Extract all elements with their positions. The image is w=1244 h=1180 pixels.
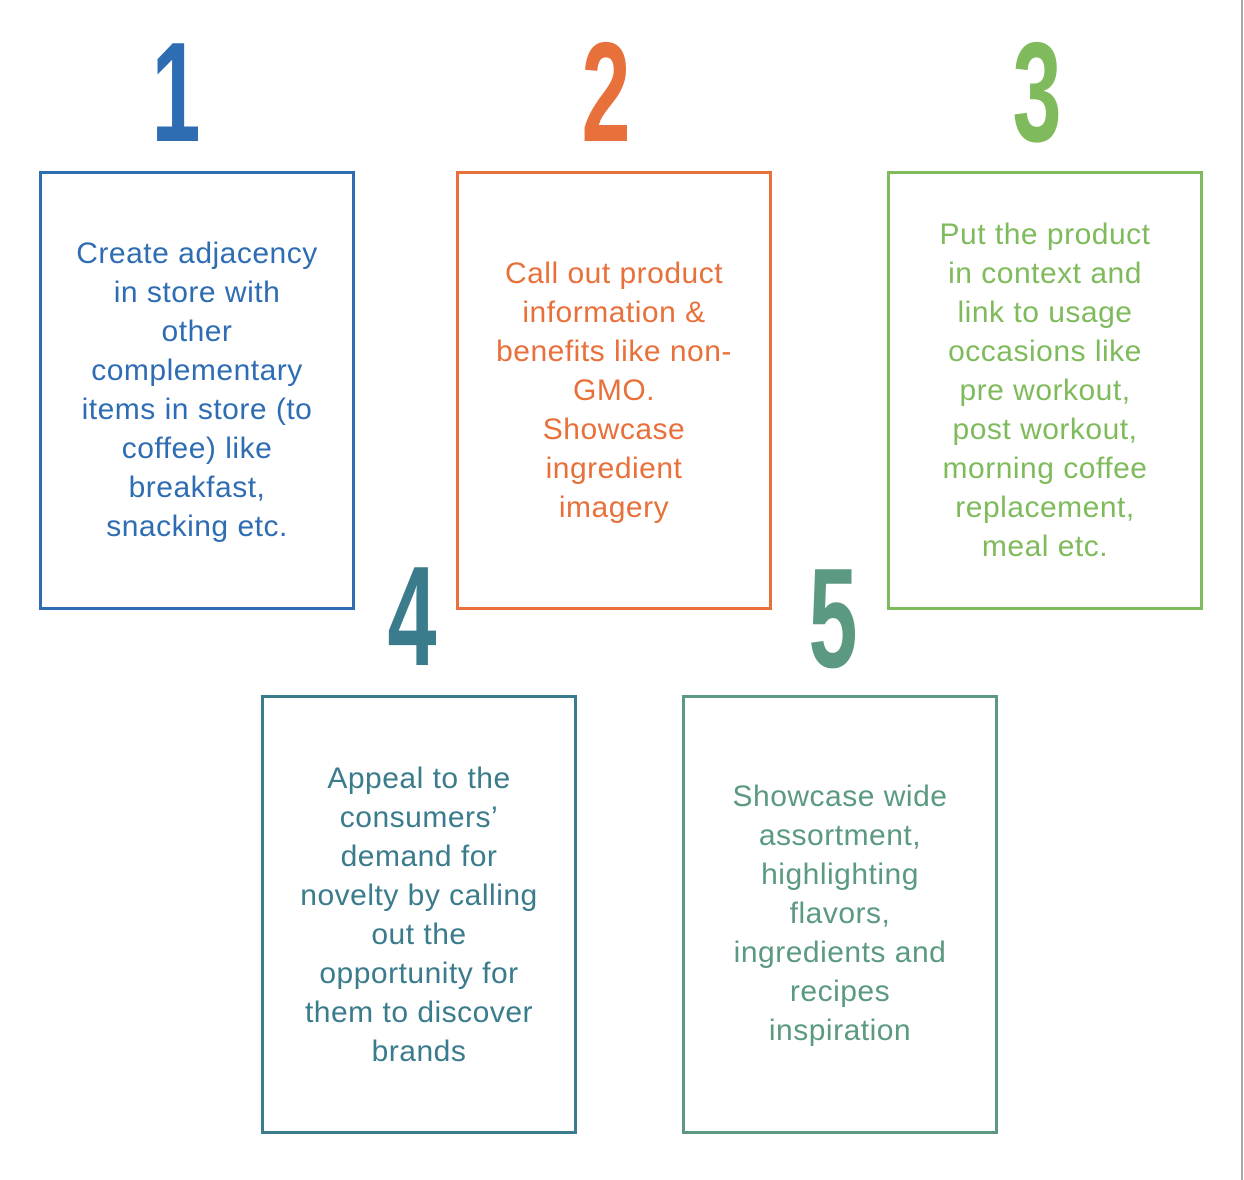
step-4-number: 4 xyxy=(387,537,437,696)
page-edge-divider xyxy=(1241,0,1243,1180)
step-2-text[interactable]: Call out product information & benefits … xyxy=(496,257,732,524)
step-3-number: 3 xyxy=(1012,13,1062,172)
step-5-text[interactable]: Showcase wide assortment, highlighting f… xyxy=(732,780,948,1047)
step-1-box: Create adjacency in store with other com… xyxy=(39,171,355,610)
step-5-number: 5 xyxy=(808,539,858,698)
step-3-box: Put the product in context and link to u… xyxy=(887,171,1203,610)
step-2-number: 2 xyxy=(581,13,631,172)
step-4-text[interactable]: Appeal to the consumers’ demand for nove… xyxy=(300,762,538,1068)
step-1-number: 1 xyxy=(151,13,201,172)
step-1-text[interactable]: Create adjacency in store with other com… xyxy=(76,237,318,543)
step-5-box: Showcase wide assortment, highlighting f… xyxy=(682,695,998,1134)
step-2-box: Call out product information & benefits … xyxy=(456,171,772,610)
step-3-text[interactable]: Put the product in context and link to u… xyxy=(939,218,1151,563)
step-4-box: Appeal to the consumers’ demand for nove… xyxy=(261,695,577,1134)
